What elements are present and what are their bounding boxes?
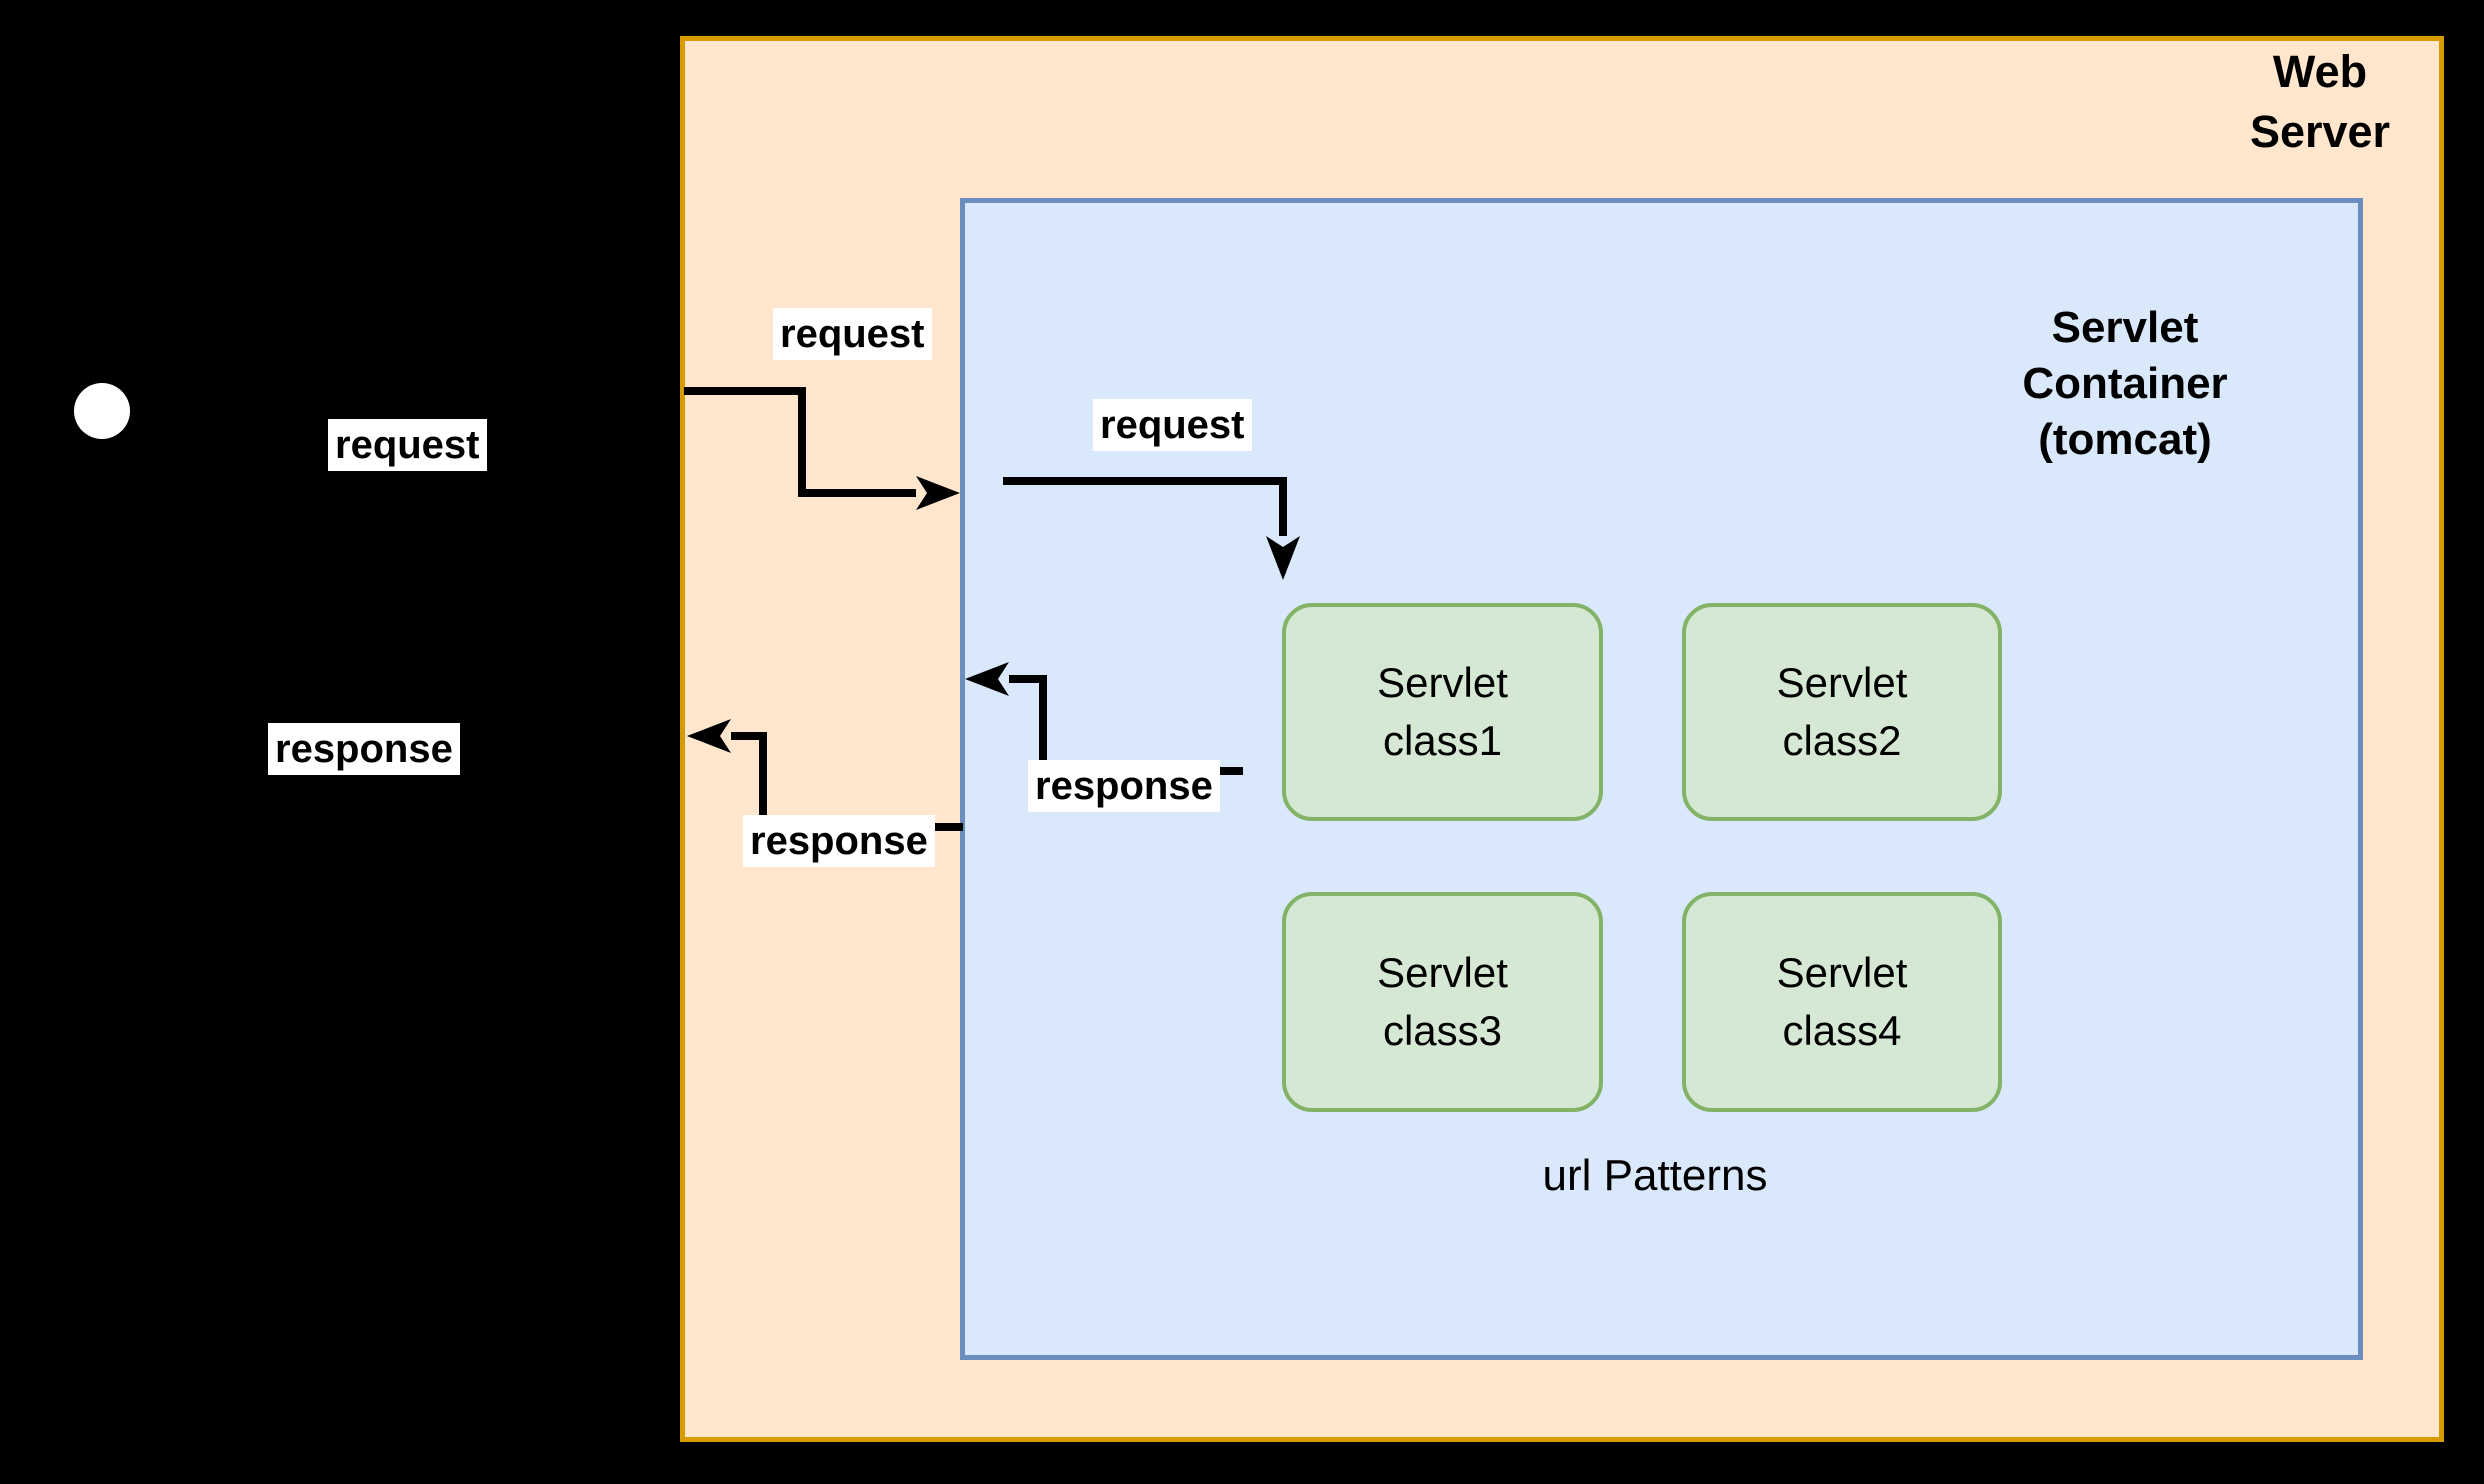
- url-patterns-caption: url Patterns: [1542, 1151, 1768, 1200]
- response-label-container: response: [1028, 760, 1220, 812]
- request-label-container: request: [1093, 399, 1252, 451]
- response-arrow-out-of-container: [965, 662, 1243, 775]
- client-circle-icon: [74, 383, 130, 439]
- servlet-class1-box: Servlet class1: [1282, 603, 1603, 821]
- request-arrow-to-servlet: [1003, 477, 1300, 580]
- response-label-client: response: [268, 723, 460, 775]
- servlet-class2-box: Servlet class2: [1682, 603, 2002, 821]
- servlet-container-title: Servlet Container (tomcat): [2022, 303, 2228, 464]
- request-arrow-into-container: [684, 387, 960, 510]
- response-arrow-out-of-webserver: [687, 719, 963, 831]
- servlet-class3-box: Servlet class3: [1282, 892, 1603, 1112]
- web-server-title: Web Server: [2249, 46, 2391, 157]
- servlet-class4-box: Servlet class4: [1682, 892, 2002, 1112]
- request-label-client: request: [328, 419, 487, 471]
- response-label-webserver: response: [743, 815, 935, 867]
- request-label-webserver: request: [773, 308, 932, 360]
